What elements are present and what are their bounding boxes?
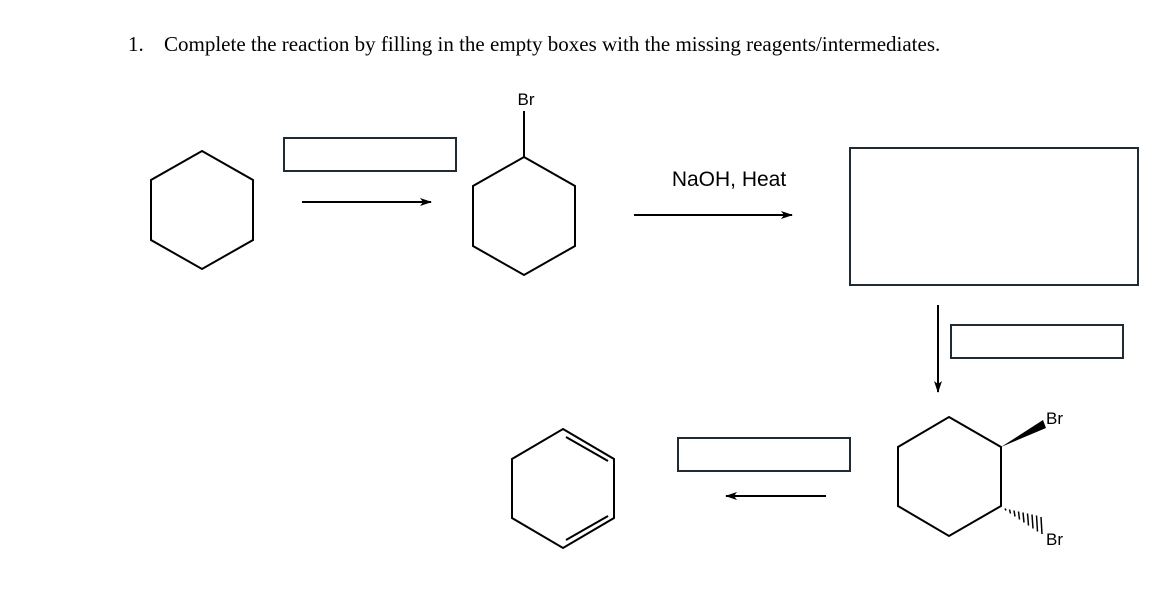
hashed-bond	[1004, 508, 1043, 535]
cyclohexene-structure	[511, 427, 615, 550]
step2-reagent-label: NaOH, Heat	[672, 168, 787, 191]
double-bond-upper	[565, 436, 609, 462]
question-prompt: 1. Complete the reaction by filling in th…	[128, 32, 940, 57]
wedge-bond	[1001, 420, 1046, 447]
double-bond-lower	[565, 515, 609, 541]
cyclohexane-structure	[150, 149, 254, 271]
step3-reagent-box[interactable]	[950, 324, 1124, 359]
question-text: Complete the reaction by filling in the …	[164, 32, 941, 56]
bromine-label-3: Br	[1046, 530, 1063, 549]
dibromocyclohexane-structure	[897, 415, 1046, 538]
step2-product-box[interactable]	[849, 147, 1139, 286]
bromine-label-1: Br	[518, 90, 535, 109]
question-number: 1.	[128, 32, 144, 56]
bromocyclohexane-structure	[472, 111, 576, 277]
bromine-label-2: Br	[1046, 409, 1063, 428]
step4-reagent-box[interactable]	[677, 437, 851, 472]
step1-reagent-box[interactable]	[283, 137, 457, 172]
